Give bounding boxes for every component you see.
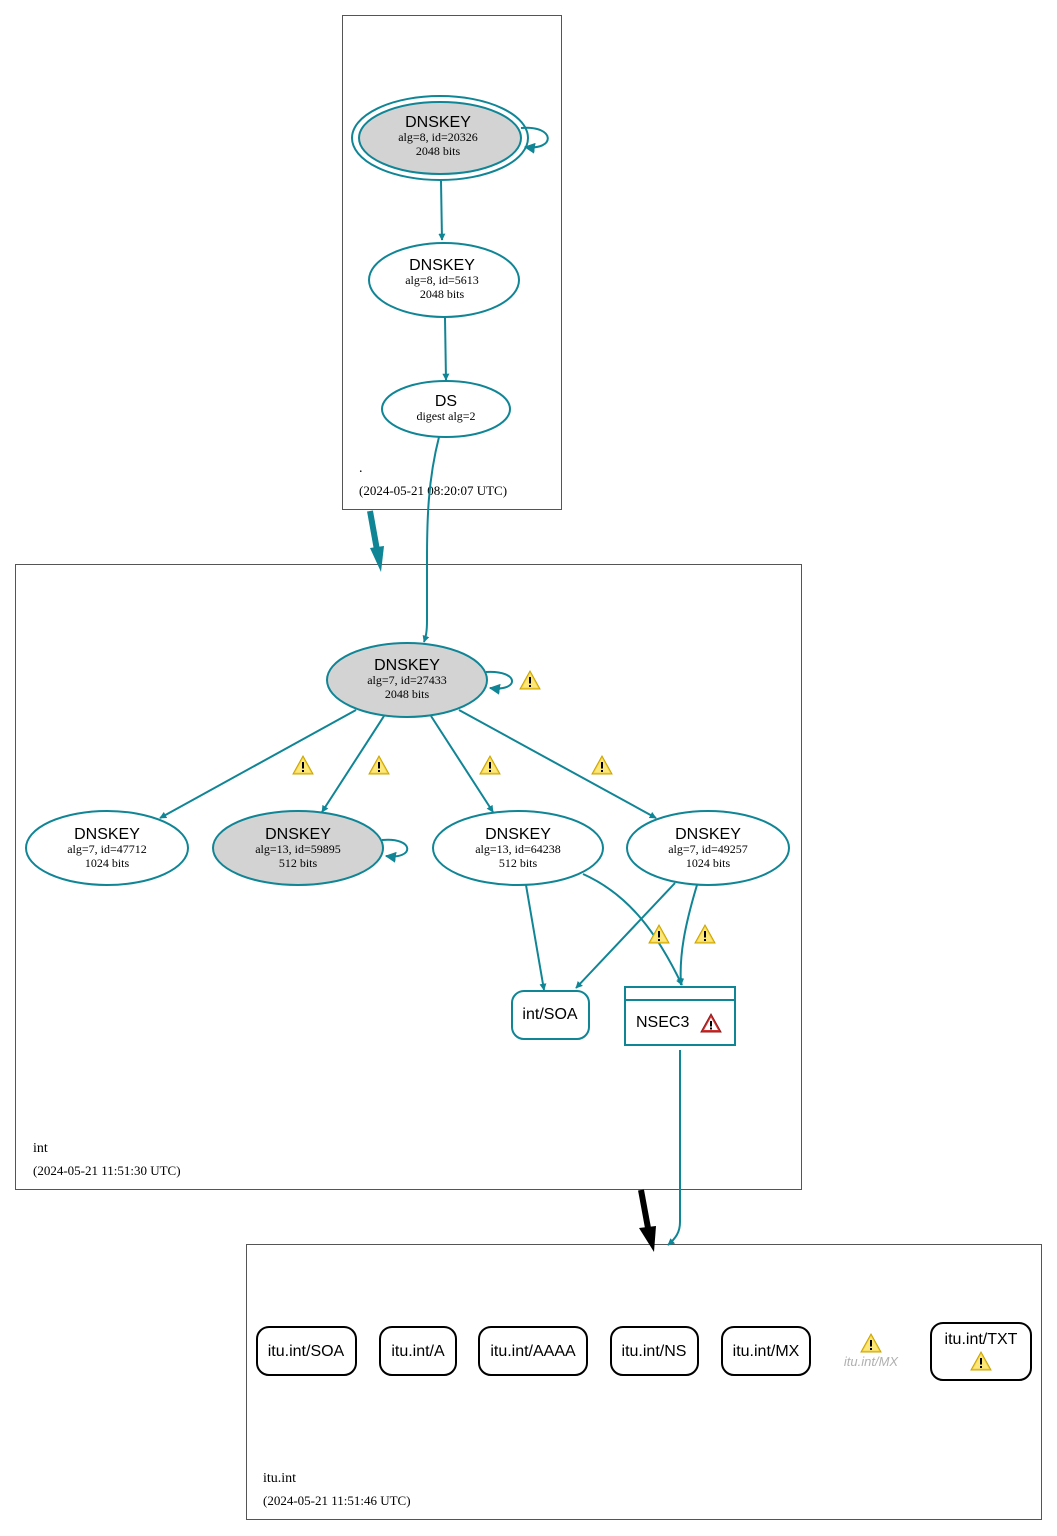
edge-49257-to-soa — [575, 882, 676, 989]
int-ksk-line2: 2048 bits — [385, 687, 430, 701]
dnskey-59895-title: DNSKEY — [265, 826, 331, 843]
warning-icon — [591, 755, 613, 775]
root-ksk-title: DNSKEY — [405, 114, 471, 131]
itu-mx-label: itu.int/MX — [733, 1343, 800, 1360]
itu-mx-ghost-label: itu.int/MX — [844, 1354, 900, 1369]
edge-64238-to-soa — [525, 884, 547, 991]
dnskey-64238-title: DNSKEY — [485, 826, 551, 843]
zone-itu-label: itu.int — [263, 1471, 296, 1486]
zone-int-timestamp: (2024-05-21 11:51:30 UTC) — [33, 1163, 181, 1178]
dnskey-47712-line1: alg=7, id=47712 — [67, 842, 147, 856]
itu-ns-node[interactable]: itu.int/NS — [610, 1326, 699, 1376]
root-ksk-line2: 2048 bits — [416, 144, 461, 158]
root-ds-title: DS — [435, 393, 457, 410]
dnskey-49257-line1: alg=7, id=49257 — [668, 842, 748, 856]
itu-txt-label: itu.int/TXT — [945, 1331, 1018, 1348]
root-zsk-line2: 2048 bits — [420, 287, 465, 301]
zone-int-box — [15, 564, 802, 1190]
int-ksk-title: DNSKEY — [374, 657, 440, 674]
warning-icon — [479, 755, 501, 775]
itu-aaaa-label: itu.int/AAAA — [490, 1343, 576, 1360]
dnskey-47712-title: DNSKEY — [74, 826, 140, 843]
warning-icon — [860, 1333, 882, 1353]
int-dnskey-47712-node[interactable]: DNSKEY alg=7, id=47712 1024 bits — [25, 810, 189, 886]
self-loop-root-ksk — [520, 126, 549, 154]
dnskey-64238-line1: alg=13, id=64238 — [475, 842, 561, 856]
int-dnskey-59895-node[interactable]: DNSKEY alg=13, id=59895 512 bits — [212, 810, 384, 886]
itu-a-label: itu.int/A — [391, 1343, 445, 1360]
warning-icon — [292, 755, 314, 775]
self-loop-int-ksk — [485, 670, 513, 695]
int-ksk-line1: alg=7, id=27433 — [367, 673, 447, 687]
warning-icon — [519, 670, 541, 690]
int-nsec3-node[interactable]: NSEC3 — [624, 986, 736, 1046]
zone-root-label: . — [359, 461, 363, 476]
root-ksk-line1: alg=8, id=20326 — [398, 130, 478, 144]
dnskey-49257-title: DNSKEY — [675, 826, 741, 843]
zone-root-box — [342, 15, 562, 510]
int-dnskey-64238-node[interactable]: DNSKEY alg=13, id=64238 512 bits — [432, 810, 604, 886]
edge-root-ksk-to-zsk — [438, 180, 446, 241]
root-ds-node[interactable]: DS digest alg=2 — [381, 380, 511, 438]
edge-ds-to-int-ksk — [422, 436, 440, 643]
root-zsk-title: DNSKEY — [409, 257, 475, 274]
edge-49257-to-nsec3 — [677, 884, 698, 986]
edge-int-ksk-to-49257 — [458, 709, 657, 819]
int-ksk-node[interactable]: DNSKEY alg=7, id=27433 2048 bits — [326, 642, 488, 718]
edge-root-zsk-to-ds — [442, 317, 450, 381]
dnskey-49257-line2: 1024 bits — [686, 856, 731, 870]
edge-64238-to-nsec3 — [582, 873, 683, 986]
edge-int-ksk-to-47712 — [159, 709, 357, 819]
root-ds-line1: digest alg=2 — [416, 409, 475, 423]
dnskey-47712-line2: 1024 bits — [85, 856, 130, 870]
edge-int-ksk-to-64238 — [430, 715, 494, 813]
root-zsk-line1: alg=8, id=5613 — [405, 273, 479, 287]
edge-nsec3-to-itu — [667, 1050, 681, 1246]
itu-ns-label: itu.int/NS — [622, 1343, 687, 1360]
itu-txt-node[interactable]: itu.int/TXT — [930, 1322, 1032, 1381]
root-zsk-node[interactable]: DNSKEY alg=8, id=5613 2048 bits — [368, 242, 520, 318]
itu-soa-node[interactable]: itu.int/SOA — [256, 1326, 357, 1376]
itu-mx-ghost-node[interactable]: itu.int/MX — [844, 1333, 900, 1369]
edge-int-ksk-to-59895 — [321, 715, 385, 813]
int-soa-node[interactable]: int/SOA — [511, 990, 590, 1040]
int-nsec3-label: NSEC3 — [636, 1014, 689, 1031]
zone-itu-box — [246, 1244, 1042, 1520]
zone-int-label: int — [33, 1141, 48, 1156]
zone-root-timestamp: (2024-05-21 08:20:07 UTC) — [359, 483, 507, 498]
warning-icon — [368, 755, 390, 775]
zone-itu-timestamp: (2024-05-21 11:51:46 UTC) — [263, 1493, 411, 1508]
delegation-arrow-root-int — [367, 510, 384, 572]
delegation-arrow-int-itu — [638, 1189, 656, 1252]
dnskey-59895-line2: 512 bits — [279, 856, 318, 870]
dnskey-59895-line1: alg=13, id=59895 — [255, 842, 341, 856]
root-ksk-node[interactable]: DNSKEY alg=8, id=20326 2048 bits — [351, 95, 529, 181]
warning-icon — [694, 924, 716, 944]
dnskey-64238-line2: 512 bits — [499, 856, 538, 870]
itu-soa-label: itu.int/SOA — [268, 1343, 345, 1360]
int-dnskey-49257-node[interactable]: DNSKEY alg=7, id=49257 1024 bits — [626, 810, 790, 886]
itu-aaaa-node[interactable]: itu.int/AAAA — [478, 1326, 588, 1376]
itu-mx-node[interactable]: itu.int/MX — [721, 1326, 811, 1376]
int-soa-label: int/SOA — [522, 1006, 577, 1023]
itu-a-node[interactable]: itu.int/A — [379, 1326, 457, 1376]
self-loop-59895 — [381, 838, 409, 863]
